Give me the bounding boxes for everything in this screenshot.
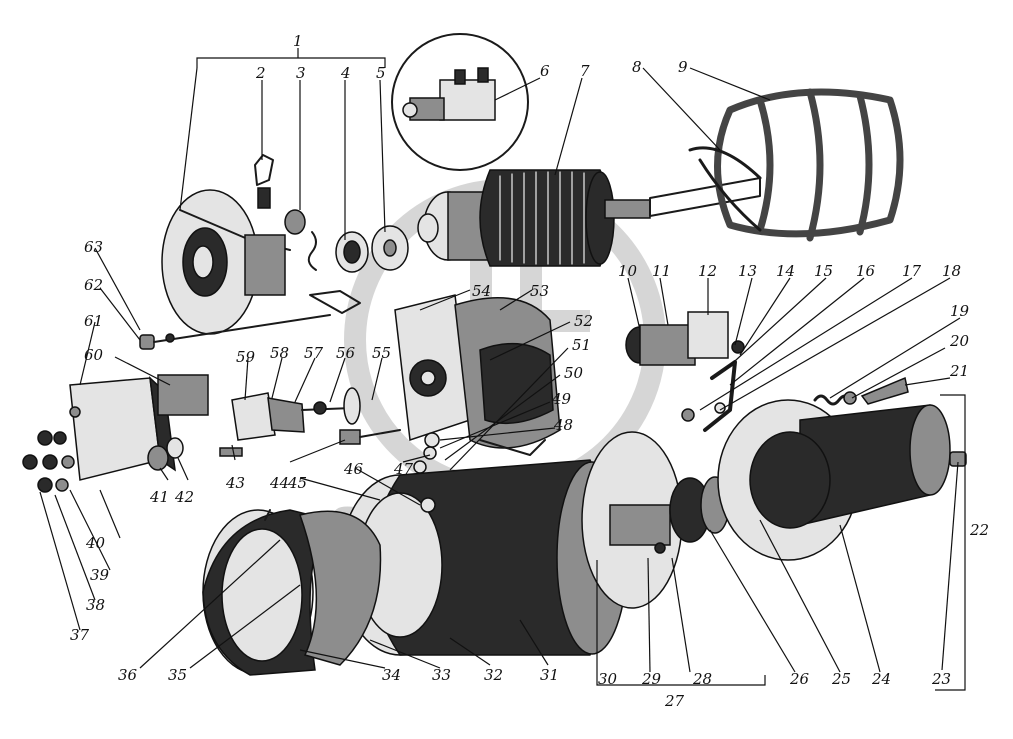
- callout-50: 50: [564, 364, 584, 382]
- shift-lever-group: [681, 360, 909, 432]
- drive-housing: [717, 399, 967, 561]
- callout-28: 28: [692, 670, 712, 688]
- brush-end-plate: [161, 154, 409, 335]
- callout-22: 22: [969, 521, 989, 539]
- callout-27: 27: [664, 692, 685, 710]
- cover-band: [202, 509, 382, 676]
- callout-33: 33: [432, 666, 451, 684]
- callout-9: 9: [678, 58, 688, 76]
- callout-58: 58: [270, 344, 289, 362]
- callout-12: 12: [698, 262, 717, 280]
- callout-45: 45: [287, 474, 307, 492]
- callout-35: 35: [168, 666, 187, 684]
- callout-61: 61: [84, 312, 103, 330]
- callout-38: 38: [86, 596, 105, 614]
- callout-5: 5: [376, 64, 386, 82]
- callout-62: 62: [84, 276, 103, 294]
- callout-25: 25: [831, 670, 851, 688]
- callout-1: 1: [293, 32, 303, 50]
- callout-7: 7: [580, 62, 590, 80]
- callout-57: 57: [304, 344, 324, 362]
- callout-37: 37: [70, 626, 90, 644]
- callout-24: 24: [871, 670, 891, 688]
- callout-39: 39: [90, 566, 110, 584]
- callout-10: 10: [618, 262, 638, 280]
- callout-3: 3: [296, 64, 306, 82]
- callout-46: 46: [343, 460, 364, 478]
- callout-20: 20: [949, 332, 970, 350]
- callout-labels: 1 2 3 4 5 6 7 8 9 10 11 12 13 14 15 16 1…: [70, 32, 989, 710]
- callout-54: 54: [472, 282, 491, 300]
- callout-53: 53: [530, 282, 549, 300]
- callout-23: 23: [931, 670, 951, 688]
- callout-34: 34: [382, 666, 401, 684]
- callout-18: 18: [942, 262, 961, 280]
- callout-41: 41: [149, 488, 169, 506]
- callout-19: 19: [950, 302, 970, 320]
- callout-63: 63: [84, 238, 103, 256]
- callout-43: 43: [225, 474, 245, 492]
- callout-11: 11: [652, 262, 671, 280]
- callout-40: 40: [85, 534, 106, 552]
- callout-36: 36: [118, 666, 138, 684]
- through-bolt: [139, 314, 331, 350]
- callout-56: 56: [336, 344, 356, 362]
- callout-55: 55: [372, 344, 391, 362]
- callout-51: 51: [572, 336, 591, 354]
- main-frame: [339, 459, 628, 656]
- callout-17: 17: [902, 262, 922, 280]
- callout-52: 52: [574, 312, 593, 330]
- callout-32: 32: [484, 666, 503, 684]
- callout-6: 6: [540, 62, 550, 80]
- callout-31: 31: [540, 666, 559, 684]
- field-coil-cage: [688, 88, 904, 242]
- leader-lines: [39, 48, 966, 691]
- callout-59: 59: [236, 348, 256, 366]
- callout-14: 14: [776, 262, 795, 280]
- armature: [417, 169, 761, 267]
- callout-29: 29: [641, 670, 662, 688]
- callout-4: 4: [340, 64, 351, 82]
- callout-30: 30: [598, 670, 618, 688]
- callout-8: 8: [632, 58, 642, 76]
- callout-60: 60: [84, 346, 104, 364]
- callout-26: 26: [789, 670, 810, 688]
- callout-15: 15: [814, 262, 833, 280]
- relay-detail-circle: [391, 33, 529, 171]
- callout-2: 2: [255, 64, 266, 82]
- callout-13: 13: [738, 262, 757, 280]
- drive-end-housing: [394, 294, 561, 474]
- callout-16: 16: [856, 262, 876, 280]
- callout-49: 49: [551, 390, 572, 408]
- callout-47: 47: [393, 460, 414, 478]
- callout-42: 42: [174, 488, 194, 506]
- terminal-block: [22, 374, 209, 493]
- callout-48: 48: [553, 416, 573, 434]
- callout-21: 21: [949, 362, 969, 380]
- callout-44: 44: [269, 474, 289, 492]
